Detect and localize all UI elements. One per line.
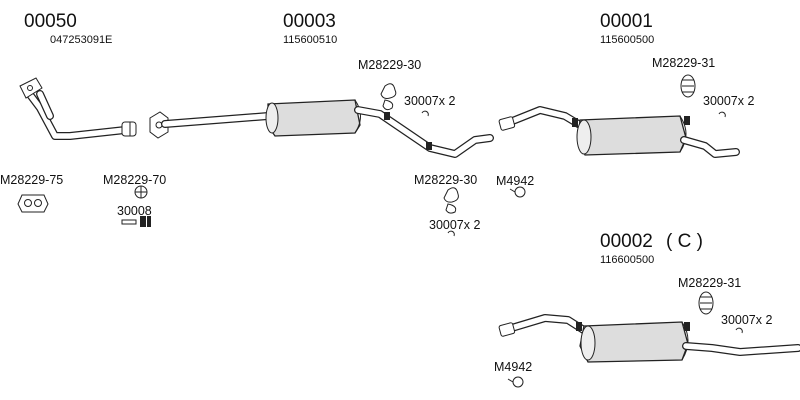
group-number-00050: 00050 bbox=[24, 11, 77, 32]
clamp-m4942-upper[interactable] bbox=[509, 186, 526, 198]
rubber-mount-m28229-31-a[interactable] bbox=[680, 74, 696, 98]
rubber-mount-m28229-30-bottom[interactable] bbox=[443, 187, 459, 214]
part-label-m28229-31-b: M28229-31 bbox=[678, 276, 742, 290]
part-label-30007-top: 30007x 2 bbox=[404, 94, 456, 108]
group-oem-00001: 115600500 bbox=[600, 34, 655, 46]
rubber-mount-m28229-30-top[interactable] bbox=[380, 83, 397, 111]
group-oem-00050: 047253091E bbox=[50, 34, 113, 46]
clamp-30007-top[interactable] bbox=[421, 110, 429, 117]
rear-silencer-00001[interactable] bbox=[498, 106, 740, 158]
clamp-30007-rear-b[interactable] bbox=[735, 327, 743, 334]
part-label-30007-rear-a: 30007x 2 bbox=[703, 94, 755, 108]
part-label-30008: 30008 bbox=[117, 204, 152, 218]
front-pipe-00050[interactable] bbox=[19, 77, 137, 140]
part-label-m28229-75: M28229-75 bbox=[0, 173, 64, 187]
rubber-mount-m28229-31-b[interactable] bbox=[698, 291, 714, 315]
part-label-m4942-upper: M4942 bbox=[496, 174, 535, 188]
gasket-m28229-70[interactable] bbox=[134, 185, 148, 199]
group-oem-00003: 115600510 bbox=[283, 34, 338, 46]
part-label-30007-mid: 30007x 2 bbox=[429, 218, 481, 232]
clamp-30007-mid[interactable] bbox=[447, 230, 455, 237]
group-number-00002: 00002 bbox=[600, 231, 653, 252]
clamp-m4942-lower[interactable] bbox=[507, 376, 524, 388]
group-oem-00002: 116600500 bbox=[600, 254, 655, 266]
middle-silencer-00003[interactable] bbox=[149, 99, 494, 158]
group-number-00001: 00001 bbox=[600, 11, 653, 32]
part-label-m28229-30-bottom: M28229-30 bbox=[414, 173, 478, 187]
rear-silencer-00002[interactable] bbox=[498, 314, 800, 363]
group-number-00003: 00003 bbox=[283, 11, 336, 32]
part-label-m4942-lower: M4942 bbox=[494, 360, 533, 374]
clamp-30007-rear-a[interactable] bbox=[718, 111, 726, 118]
group-variant-00002: ( C ) bbox=[666, 231, 703, 252]
part-label-m28229-30-top: M28229-30 bbox=[358, 58, 422, 72]
gasket-m28229-75[interactable] bbox=[17, 194, 49, 213]
part-label-m28229-31-a: M28229-31 bbox=[652, 56, 716, 70]
bolt-30008[interactable] bbox=[121, 216, 151, 227]
part-label-30007-rear-b: 30007x 2 bbox=[721, 313, 773, 327]
part-label-m28229-70: M28229-70 bbox=[103, 173, 167, 187]
